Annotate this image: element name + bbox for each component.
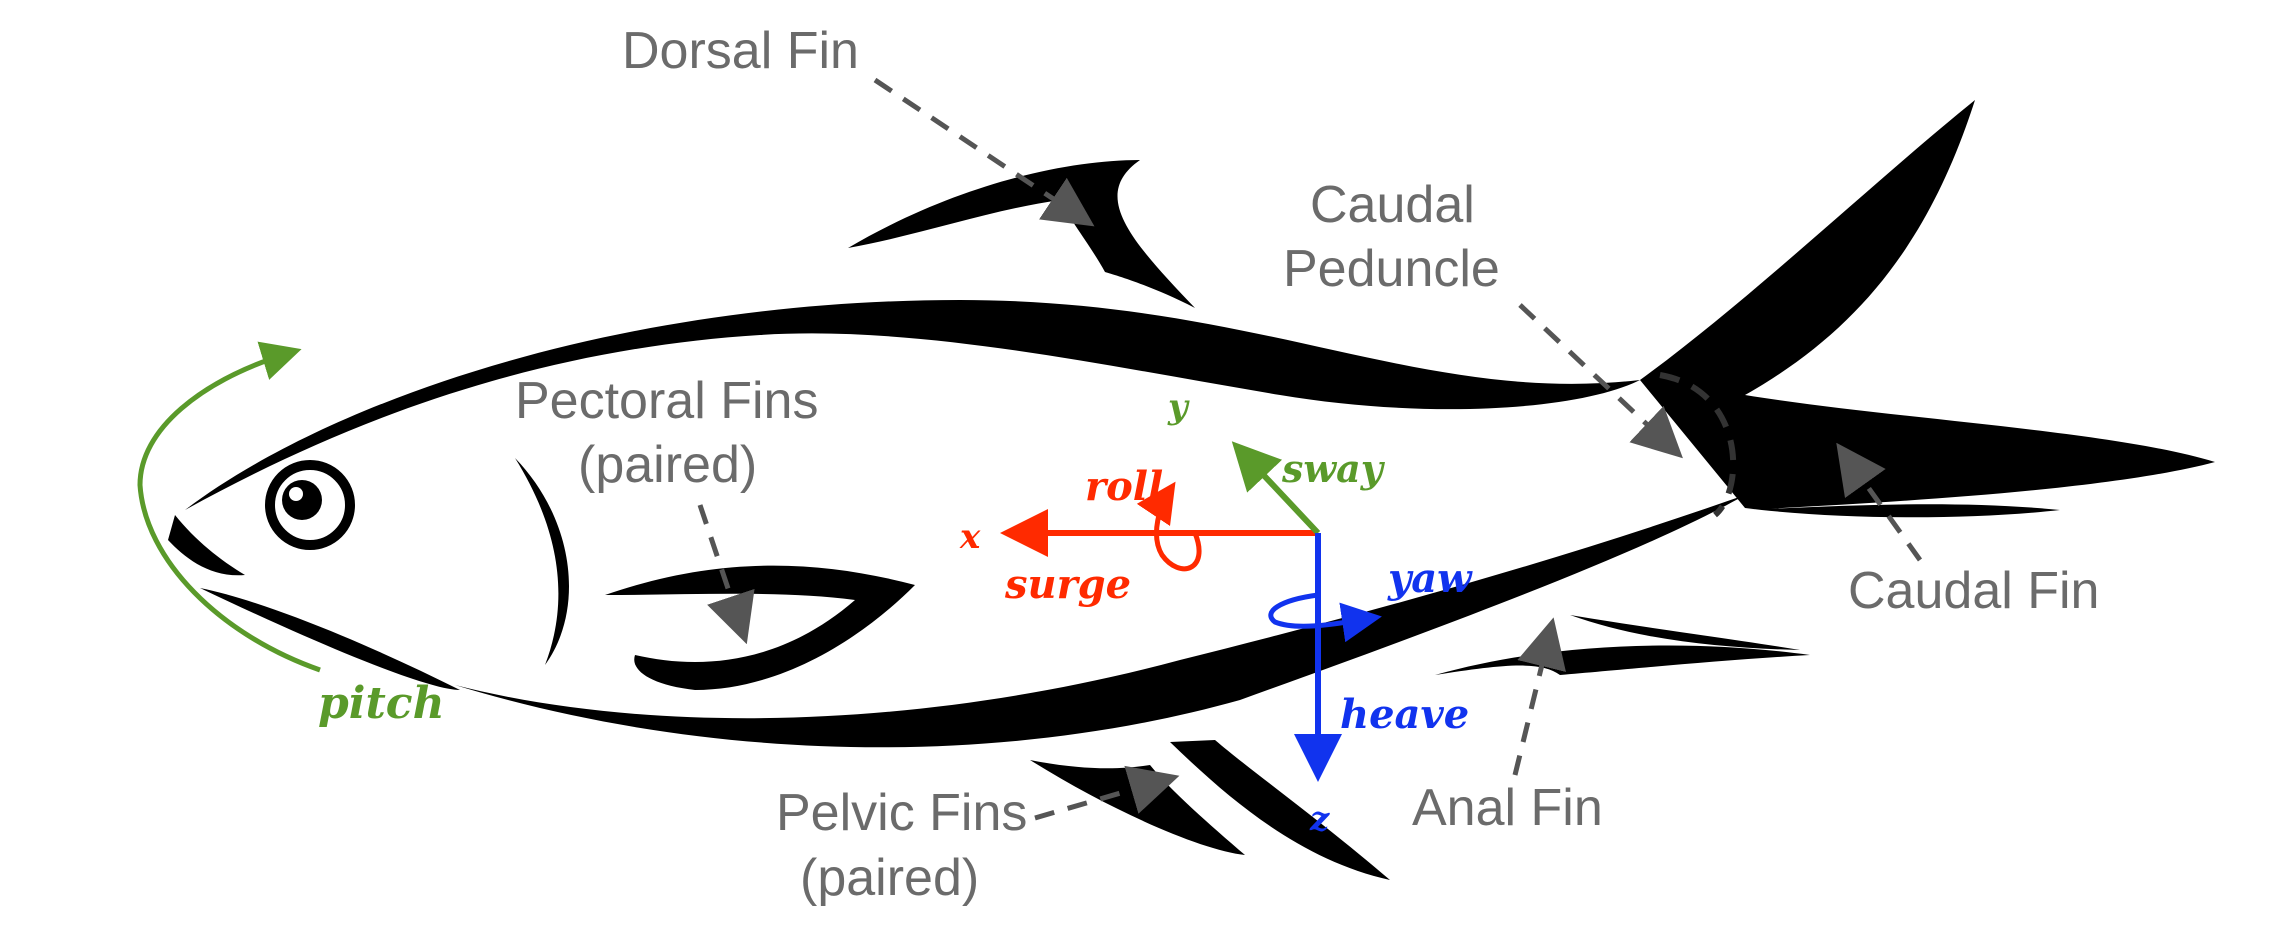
anal-fin-ray [1570, 615, 1800, 650]
label-caudal-fin: Caudal Fin [1848, 562, 2099, 620]
leader-lines [697, 77, 1923, 821]
pitch-arc [137, 341, 321, 673]
pectoral-fin-shape [605, 565, 915, 690]
leader-pectoral [697, 504, 755, 645]
label-pectoral-2: (paired) [578, 436, 757, 494]
leader-dorsal [873, 77, 1095, 227]
x-axis-label: x [959, 517, 981, 557]
body-axes: x surge roll y sway z heave yaw [959, 387, 1473, 839]
leader-anal [1512, 617, 1566, 776]
fish-gill [515, 458, 569, 665]
fish-outline [168, 100, 2215, 880]
leader-caudal [1836, 442, 1923, 562]
label-pelvic-1: Pelvic Fins [776, 784, 1027, 842]
surge-label: surge [1004, 561, 1131, 608]
z-axis-label: z [1309, 799, 1330, 839]
anal-fin-shape [1435, 645, 1810, 675]
part-labels: Dorsal Fin Caudal Peduncle Pectoral Fins… [515, 22, 2099, 907]
label-pelvic-2: (paired) [800, 849, 979, 907]
roll-loop [1136, 481, 1202, 572]
pitch-label: pitch [318, 678, 445, 729]
fish-belly-stroke [455, 495, 1745, 748]
heave-label: heave [1340, 691, 1469, 738]
pelvic-fin-back [1170, 740, 1390, 880]
leader-pelvic [1034, 765, 1180, 821]
label-caudal-peduncle-2: Peduncle [1283, 240, 1500, 298]
fish-eye [265, 460, 355, 550]
label-dorsal-fin: Dorsal Fin [622, 22, 859, 80]
roll-label: roll [1085, 463, 1163, 510]
fish-jaw-stroke [200, 588, 460, 690]
y-axis-arrow [1231, 441, 1321, 536]
yaw-label: yaw [1387, 555, 1473, 602]
fish-back-stroke [185, 300, 1640, 510]
dorsal-fin-shape [848, 160, 1195, 308]
leader-peduncle [1518, 303, 1683, 459]
label-anal-fin: Anal Fin [1412, 779, 1603, 837]
yaw-loop [1268, 592, 1382, 643]
sway-label: sway [1281, 446, 1386, 491]
fish-mouth [168, 515, 245, 576]
pitch-indicator: pitch [137, 341, 445, 729]
caudal-peduncle-dash [1659, 372, 1737, 518]
label-caudal-peduncle-1: Caudal [1310, 176, 1475, 234]
caudal-fin-shape [1640, 100, 2215, 518]
y-axis-label: y [1167, 387, 1190, 427]
label-pectoral-1: Pectoral Fins [515, 372, 818, 430]
